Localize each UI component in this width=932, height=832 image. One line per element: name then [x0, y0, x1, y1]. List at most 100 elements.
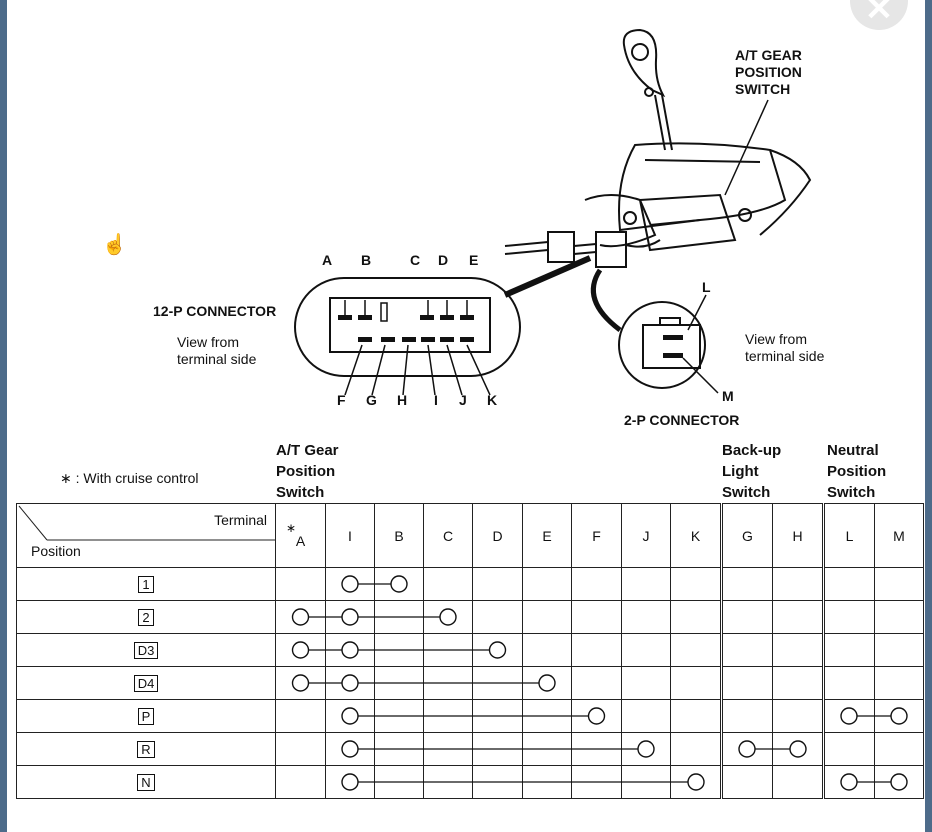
- cell: [621, 633, 671, 667]
- close-icon: ✕: [864, 0, 894, 28]
- cell: [571, 732, 622, 766]
- cell: [423, 633, 473, 667]
- cell: [325, 765, 375, 799]
- cell: [720, 567, 773, 601]
- pin-label: I: [434, 392, 438, 408]
- cell: [423, 600, 473, 634]
- cell: [374, 633, 424, 667]
- position-symbol: R: [137, 740, 155, 758]
- position-symbol: D3: [133, 641, 159, 659]
- cell: [472, 699, 523, 733]
- cell: [874, 600, 924, 634]
- position-symbol: N: [137, 773, 155, 791]
- cell: [621, 699, 671, 733]
- terminal-label: L: [845, 527, 854, 544]
- cell: [772, 666, 824, 700]
- terminal-label: A: [295, 532, 306, 549]
- position-label: Position: [31, 543, 81, 559]
- position-cell: 2: [16, 600, 276, 634]
- cell: [522, 765, 572, 799]
- cell: [621, 765, 671, 799]
- terminal-label: M: [893, 527, 905, 544]
- cell: [522, 699, 572, 733]
- position-cell: R: [16, 732, 276, 766]
- pin-label: E: [469, 252, 479, 268]
- position-cell: D3: [16, 633, 276, 667]
- cell: [423, 765, 473, 799]
- close-button[interactable]: ✕: [850, 0, 908, 30]
- table-row: N: [16, 765, 924, 799]
- cell: [374, 765, 424, 799]
- shifter-illustration: [294, 28, 812, 396]
- cell: [374, 732, 424, 766]
- position-symbol: D4: [133, 674, 159, 692]
- terminal-label: I: [348, 527, 352, 544]
- cell: [571, 765, 622, 799]
- cell: [670, 699, 722, 733]
- cell: [772, 699, 824, 733]
- cell: [571, 567, 622, 601]
- cell: [670, 732, 722, 766]
- position-cell: N: [16, 765, 276, 799]
- connector-2p-label: 2-P CONNECTOR: [624, 412, 740, 428]
- pin-label: A: [322, 252, 333, 268]
- cell: [374, 600, 424, 634]
- cell: [423, 699, 473, 733]
- cell: [472, 600, 523, 634]
- position-symbol: 2: [138, 608, 154, 626]
- cell: [275, 765, 326, 799]
- position-symbol: P: [137, 707, 155, 725]
- cell: [522, 567, 572, 601]
- cell: [822, 600, 875, 634]
- cell: [325, 732, 375, 766]
- pin-label: F: [337, 392, 346, 408]
- cell: [874, 633, 924, 667]
- pin-label: K: [487, 392, 498, 408]
- cell: [874, 666, 924, 700]
- cell: [874, 732, 924, 766]
- cell: [472, 765, 523, 799]
- terminal-label: B: [394, 527, 404, 544]
- cell: [720, 732, 773, 766]
- cell: [720, 600, 773, 634]
- cell: [772, 633, 824, 667]
- cell: [822, 633, 875, 667]
- cell: [772, 732, 824, 766]
- cell: [720, 765, 773, 799]
- cell: [374, 699, 424, 733]
- terminal-label: C: [442, 527, 454, 544]
- terminal-header-J: J: [621, 503, 671, 568]
- terminal-label: G: [742, 527, 753, 544]
- terminal-label: D: [492, 527, 503, 544]
- table-row: R: [16, 732, 924, 766]
- cell: [522, 666, 572, 700]
- terminal-header-C: C: [423, 503, 473, 568]
- window-frame-left: [0, 0, 7, 832]
- table-row: D3: [16, 633, 924, 667]
- cell: [621, 732, 671, 766]
- cell: [670, 666, 722, 700]
- cell: [670, 765, 722, 799]
- cell: [822, 732, 875, 766]
- cell: [325, 633, 375, 667]
- terminal-label: E: [542, 527, 552, 544]
- cell: [571, 600, 622, 634]
- cell: [522, 732, 572, 766]
- cell: [472, 633, 523, 667]
- terminal-label: K: [690, 527, 701, 544]
- cell: [874, 699, 924, 733]
- cell: [522, 633, 572, 667]
- terminal-header-K: K: [670, 503, 722, 568]
- pin-label: D: [438, 252, 449, 268]
- cell: [472, 732, 523, 766]
- terminal-header-E: E: [522, 503, 572, 568]
- terminal-label: F: [592, 527, 601, 544]
- cell: [670, 600, 722, 634]
- cell: [571, 633, 622, 667]
- terminal-label: Terminal: [214, 512, 267, 528]
- cell: [275, 567, 326, 601]
- cell: [772, 600, 824, 634]
- cell: [275, 666, 326, 700]
